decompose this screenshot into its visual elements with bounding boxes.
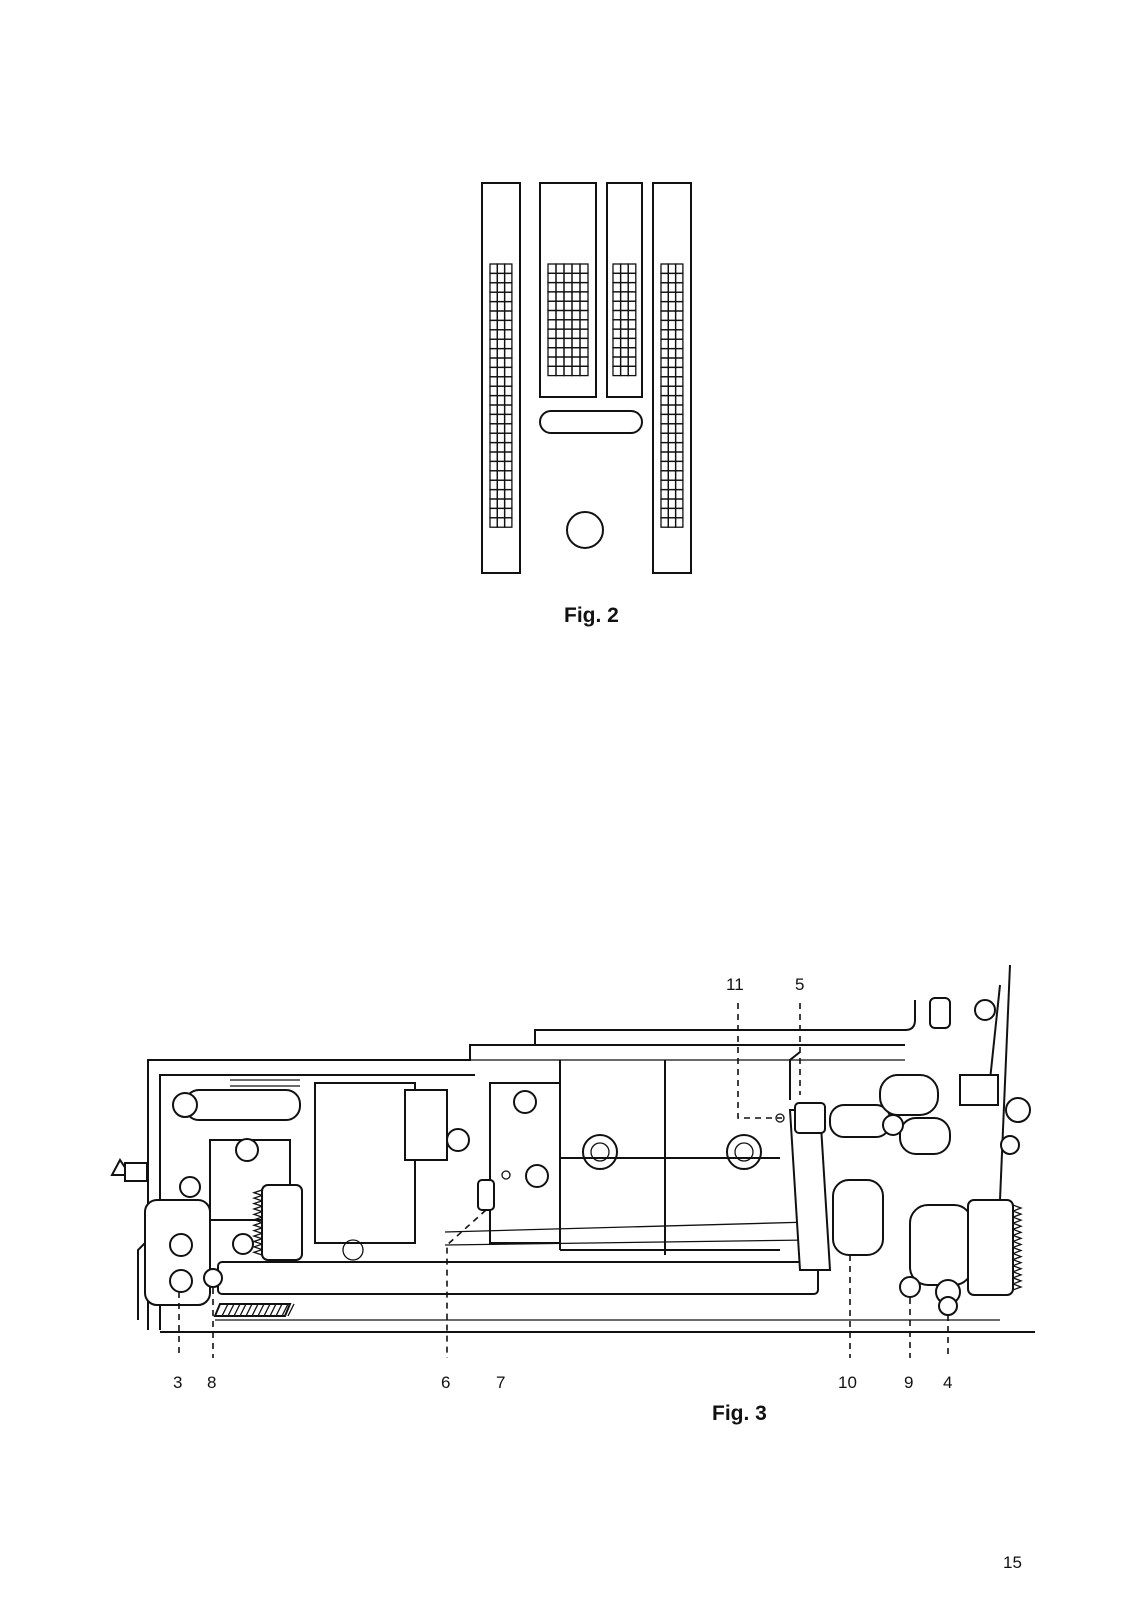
callout-4: 4 <box>943 1373 953 1392</box>
callout-3: 3 <box>173 1373 183 1392</box>
callout-7: 7 <box>496 1373 506 1392</box>
callout-11: 11 <box>726 975 744 994</box>
fig3-caption: Fig. 3 <box>712 1402 767 1425</box>
page-number: 15 <box>1003 1553 1022 1572</box>
callout-6: 6 <box>441 1373 451 1392</box>
callout-9: 9 <box>904 1373 914 1392</box>
callout-8: 8 <box>207 1373 217 1392</box>
callout-10: 10 <box>838 1373 857 1392</box>
callout-5: 5 <box>795 975 805 994</box>
fig2-needle-plate-diagram <box>481 182 692 574</box>
fig2-caption: Fig. 2 <box>564 604 619 627</box>
